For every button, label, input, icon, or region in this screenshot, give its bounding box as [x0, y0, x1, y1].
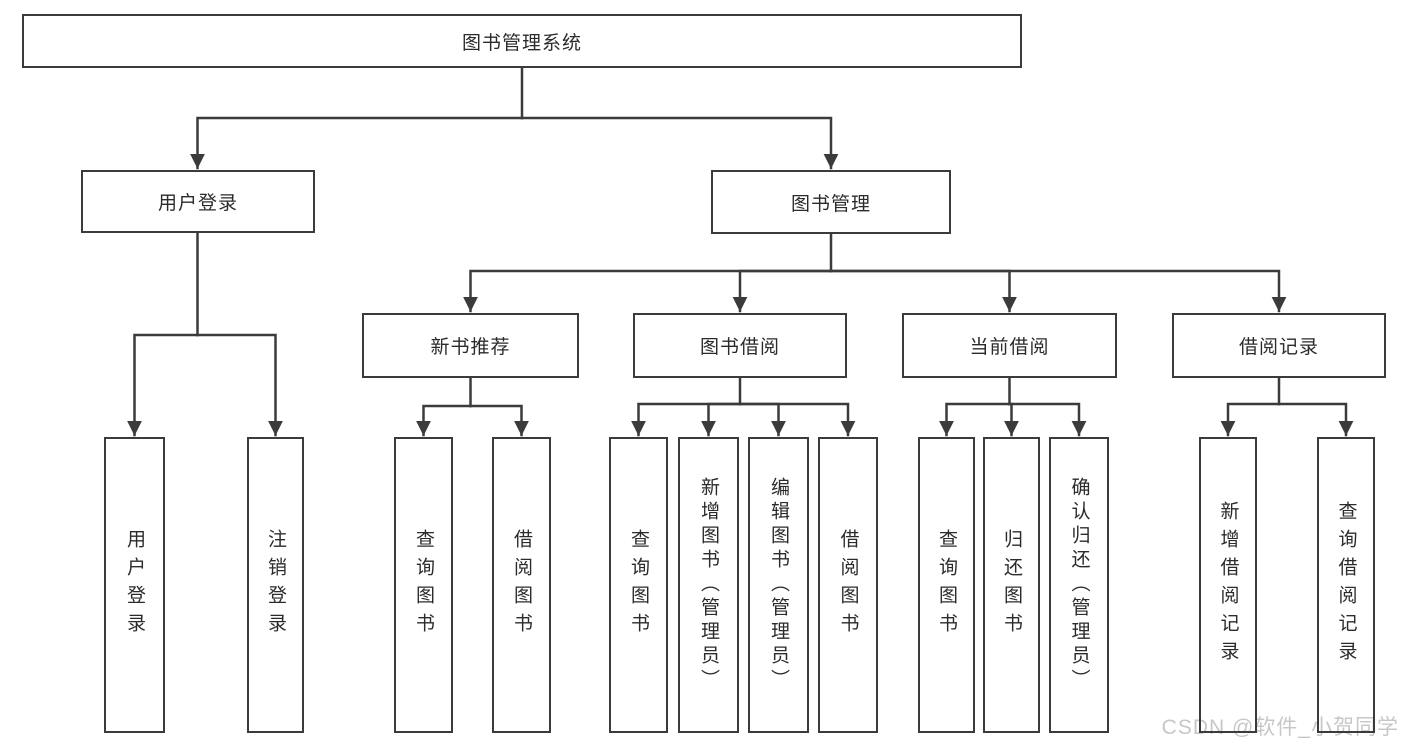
connector-current-c2 — [1004, 402, 1019, 437]
connector-user-login-to-logout — [196, 333, 283, 437]
node-label: 用户登录 — [124, 529, 145, 641]
leaf-edit-books-admin: 编辑图书（管理员） — [748, 437, 809, 733]
node-label: 新增借阅记录 — [1217, 501, 1239, 669]
connector-book-mgmt-to-borrowing — [732, 269, 833, 313]
leaf-query-books-2: 查询图书 — [609, 437, 668, 733]
leaf-query-borrow-record: 查询借阅记录 — [1317, 437, 1375, 733]
leaf-add-books-admin: 新增图书（管理员） — [678, 437, 739, 733]
csdn-watermark: CSDN @软件_小贺同学 — [1161, 716, 1399, 739]
node-label: 查询图书 — [413, 529, 434, 641]
leaf-logout: 注销登录 — [247, 437, 304, 733]
connector-new-book-c2 — [469, 404, 529, 437]
node-borrowing-records: 借阅记录 — [1172, 313, 1386, 378]
node-label: 归还图书 — [1001, 529, 1022, 641]
node-new-book-recommend: 新书推荐 — [362, 313, 579, 378]
node-label: 查询借阅记录 — [1335, 501, 1357, 669]
leaf-borrow-books-1: 借阅图书 — [492, 437, 551, 733]
node-label: 图书借阅 — [699, 337, 780, 358]
node-label: 注销登录 — [265, 529, 286, 641]
node-label: 借阅记录 — [1238, 337, 1319, 358]
node-label: 借阅图书 — [511, 529, 532, 641]
connector-borrowing-c1 — [631, 402, 742, 437]
leaf-query-books-3: 查询图书 — [918, 437, 975, 733]
leaf-query-books-1: 查询图书 — [394, 437, 453, 733]
connector-book-mgmt-to-records — [829, 269, 1287, 313]
node-system-root: 图书管理系统 — [22, 14, 1022, 68]
node-label: 查询图书 — [936, 529, 957, 641]
node-label: 用户登录 — [157, 193, 238, 214]
node-label: 当前借阅 — [969, 337, 1050, 358]
connector-new-book-c1 — [416, 404, 472, 437]
connector-records-c2 — [1277, 402, 1354, 437]
leaf-add-borrow-record: 新增借阅记录 — [1199, 437, 1257, 733]
node-current-borrowing: 当前借阅 — [902, 313, 1117, 378]
leaf-borrow-books-2: 借阅图书 — [818, 437, 878, 733]
connector-records-c1 — [1220, 402, 1281, 437]
connector-borrowing-c4 — [738, 402, 856, 437]
connector-book-mgmt-to-new-book — [463, 269, 833, 313]
connector-root-to-book-mgmt — [520, 116, 839, 170]
connector-current-c3 — [1008, 402, 1087, 437]
leaf-return-books: 归还图书 — [983, 437, 1040, 733]
connector-current-c1 — [939, 402, 1011, 437]
node-label: 图书管理 — [790, 193, 871, 215]
node-label: 新增图书（管理员） — [698, 477, 719, 693]
connector-book-mgmt-to-current — [829, 269, 1017, 313]
connector-borrowing-c2 — [701, 402, 742, 437]
node-label: 新书推荐 — [430, 337, 511, 358]
node-book-management: 图书管理 — [711, 170, 951, 234]
node-label: 编辑图书（管理员） — [768, 477, 789, 693]
node-user-login: 用户登录 — [81, 170, 315, 233]
node-label: 查询图书 — [628, 529, 649, 641]
leaf-confirm-return-admin: 确认归还（管理员） — [1049, 437, 1109, 733]
node-label: 借阅图书 — [837, 529, 859, 641]
connector-root-to-user-login — [190, 116, 524, 170]
connector-user-login-to-login — [127, 333, 199, 437]
connector-borrowing-c3 — [738, 402, 786, 437]
node-label: 图书管理系统 — [461, 32, 582, 54]
leaf-user-login: 用户登录 — [104, 437, 165, 733]
node-book-borrowing: 图书借阅 — [633, 313, 847, 378]
node-label: 确认归还（管理员） — [1068, 477, 1090, 693]
